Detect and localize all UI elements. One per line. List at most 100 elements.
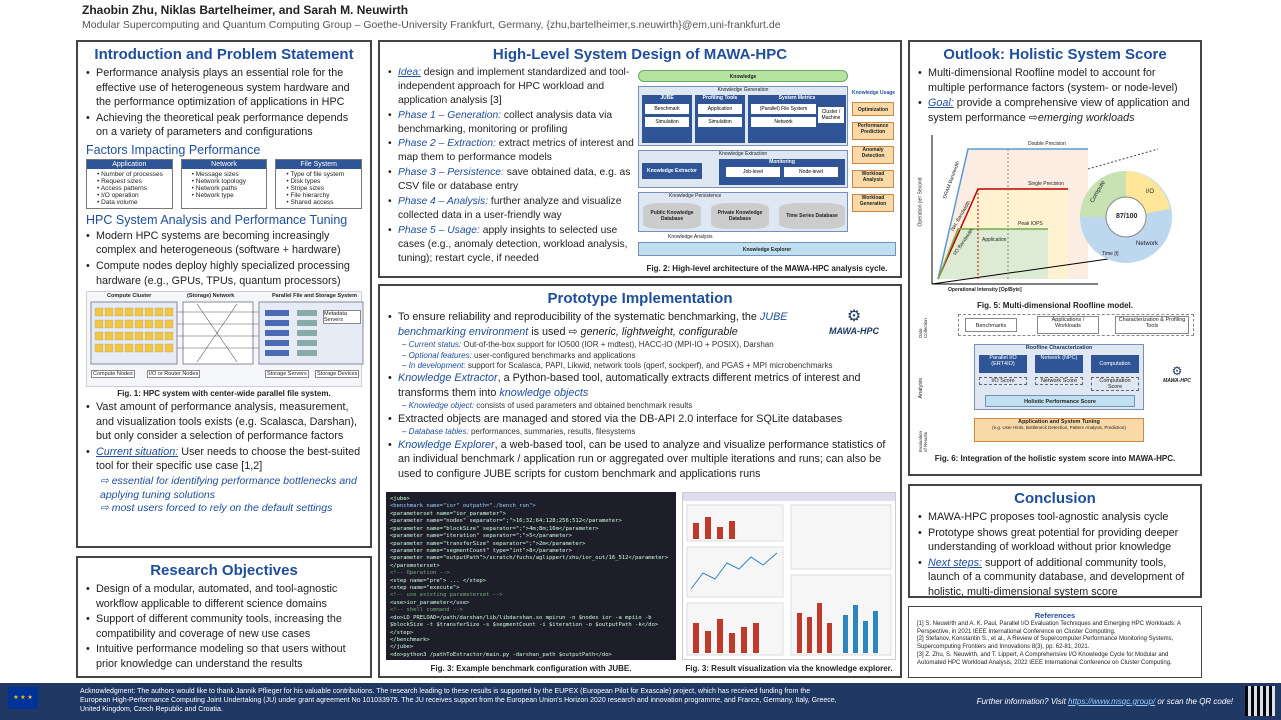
factor-box-filesystem: File System Type of file system Disk typ…	[275, 158, 363, 209]
code-line: <!-- Operation -->	[390, 570, 450, 577]
code-line: <benchmark name="ior" outpath="./bench_r…	[390, 503, 536, 510]
text-key: Knowledge Extractor	[398, 372, 498, 385]
text-key: Goal:	[928, 97, 954, 110]
fig5-app: Application	[982, 237, 1007, 244]
research-title: Research Objectives	[150, 562, 298, 579]
factor-head: Application	[87, 159, 172, 169]
fig1-hpc-system: Compute Cluster (Storage) Network Parall…	[86, 291, 364, 388]
fig5-time: Time [t]	[1102, 251, 1119, 258]
fig2-monitoring-label: Monitoring	[769, 159, 795, 165]
reference-item: [1] S. Neuwirth and A. K. Paul, Parallel…	[917, 620, 1181, 635]
msqc-link[interactable]: https://www.msqc.group/	[1068, 697, 1156, 706]
fig5-xlabel: Operational Intensity [Op/Byte]	[948, 287, 1022, 294]
fig1-label: Storage Devices	[315, 370, 360, 379]
factor-head: Network	[181, 159, 267, 169]
current-bullet: Current situation: User needs to choose …	[86, 445, 362, 474]
conclusion-panel: Conclusion MAWA-HPC proposes tool-agnost…	[908, 484, 1202, 598]
fig1-label: Metadata Servers	[323, 310, 361, 325]
design-item: Phase 1 – Generation: collect analysis d…	[388, 109, 636, 137]
sub-text: support for Scalasca, PAPI, Likwid, netw…	[465, 360, 833, 370]
qr-code-icon[interactable]	[1245, 686, 1275, 716]
fig2-caption: Fig. 2: High-level architecture of the M…	[646, 264, 888, 273]
sub-text: user-configured benchmarks and applicati…	[471, 350, 636, 360]
intro-bullet: Achieving the theoretical peak performan…	[86, 111, 362, 140]
factor-item: Shared access	[286, 199, 357, 206]
outlook-bullet: Multi-dimensional Roofline model to acco…	[918, 66, 1192, 95]
fig3b-explorer	[682, 492, 896, 660]
jube-bullet: To ensure reliability and reproducibilit…	[388, 310, 808, 339]
text-key: knowledge objects	[499, 386, 589, 399]
fig2-db: Private Knowledge Database	[711, 203, 769, 229]
reference-item: [2] Stefanov, Konstantin S., et al., A R…	[917, 636, 1174, 651]
poster-footer: ★ ★ ★ Acknowledgment: The authors would …	[0, 683, 1281, 720]
fig2-analysis-label: Knowledge Analysis	[668, 234, 713, 240]
code-line: <step name="pre"> ... </step>	[390, 577, 487, 584]
code-line: <parameter name="nodes" separator=";">16…	[390, 518, 622, 525]
factor-item: Network topology	[192, 178, 263, 185]
factor-box-network: Network Message sizes Network topology N…	[180, 158, 268, 209]
code-line: </benchmark>	[390, 637, 430, 644]
references-title: References	[1034, 611, 1076, 620]
design-key: Phase 3 – Persistence:	[398, 167, 504, 179]
fig1-label: I/O or Router Nodes	[147, 370, 201, 379]
text: generic, lightweight, configurable	[580, 325, 738, 338]
design-item: Idea: design and implement standardized …	[388, 66, 636, 108]
fig6-box: Parallel I/O (ERT4IO)	[979, 355, 1027, 374]
fig6-stage: Evaluation of Results	[918, 431, 928, 453]
factor-item: Number of processes	[97, 171, 168, 178]
fig6-box: Network (NPC)	[1035, 355, 1083, 374]
conclusion-bullet: Next steps: support of additional commun…	[918, 556, 1192, 596]
fig6-tuning: Application and System Tuning (e.g. User…	[974, 418, 1144, 443]
code-line: <jube>	[390, 496, 410, 502]
fig6-stage: Analysis	[918, 378, 924, 399]
fig6-collection-box: Benchmarks Applications / Workloads Char…	[958, 314, 1194, 337]
code-line: <parameter name="outputPath">/scratch/fu…	[390, 555, 669, 562]
code-line: </parameterset>	[390, 562, 440, 569]
design-text: extract metrics of interest and map them…	[398, 138, 634, 164]
fig1-label: Compute Cluster	[107, 293, 152, 300]
code-line: $blockSize -t $transferSize -s $segmentC…	[390, 622, 659, 629]
fig2-architecture: Knowledge Knowledge Usage Knowledge Gene…	[638, 70, 896, 260]
fig2-jube-label: JUBE	[660, 95, 674, 101]
factor-item: Message sizes	[192, 171, 263, 178]
sub-key: In development:	[408, 360, 466, 370]
text: , a Python-based tool, automatically ext…	[398, 372, 861, 399]
db-bullet: Extracted objects are managed and stored…	[388, 412, 892, 427]
code-line: <step name="execute">	[390, 585, 460, 592]
fig5-ylabel: Operation per Second	[917, 177, 924, 227]
fig6-caption: Fig. 6: Integration of the holistic syst…	[934, 454, 1176, 464]
factor-item: Type of file system	[286, 171, 357, 178]
code-line: <use>ior_parameter</use>	[390, 599, 470, 606]
fig2-box: Simulation	[645, 117, 689, 127]
fig5-score: 87/100	[1116, 213, 1138, 221]
text-key: JUBE benchmarking environment	[398, 311, 788, 338]
sub-item: – Current status: Out-of-the-box support…	[402, 340, 774, 350]
intro-title: Introduction and Problem Statement	[94, 46, 354, 63]
factor-item: Network paths	[192, 185, 263, 192]
design-key: Phase 1 – Generation:	[398, 109, 502, 121]
design-item: Phase 2 – Extraction: extract metrics of…	[388, 137, 636, 165]
conclusion-title: Conclusion	[1014, 490, 1096, 507]
extractor-bullet: Knowledge Extractor, a Python-based tool…	[388, 371, 892, 400]
eu-flag-icon: ★ ★ ★	[8, 687, 38, 709]
gear-icon: ⚙	[846, 308, 862, 325]
sub-key: Optional features:	[408, 350, 472, 360]
fig6-logo-text: MAWA-HPC	[1163, 378, 1191, 385]
code-line: <parameter name="iteration" separator=";…	[390, 533, 573, 540]
fig5-dp: Double Precision	[1028, 141, 1066, 148]
fig6-score: Network Score	[1035, 377, 1083, 386]
authors: Zhaobin Zhu, Niklas Bartelheimer, and Sa…	[82, 3, 409, 17]
code-line: <!-- use existing parameterset -->	[390, 592, 503, 599]
fig3b-screenshot	[683, 493, 895, 656]
fig2-usage-box: Workload Analysis	[852, 170, 894, 188]
factor-box-application: Application Number of processes Request …	[86, 158, 173, 209]
fig6-integration: Data Collection Analysis Evaluation of R…	[918, 314, 1194, 453]
fig2-generation: Knowledge Generation JUBE Benchmark Simu…	[638, 86, 848, 146]
hpc-title: HPC System Analysis and Performance Tuni…	[86, 212, 348, 227]
fig2-usage-label: Knowledge Usage	[852, 90, 896, 96]
sub-item: – Optional features: user-configured ben…	[402, 350, 636, 360]
code-line: <parameter name="blockSize" separator=";…	[390, 525, 599, 532]
research-bullet: Intuitive performance modeling so that u…	[86, 642, 362, 671]
poster-header: Zhaobin Zhu, Niklas Bartelheimer, and Sa…	[0, 0, 1281, 34]
